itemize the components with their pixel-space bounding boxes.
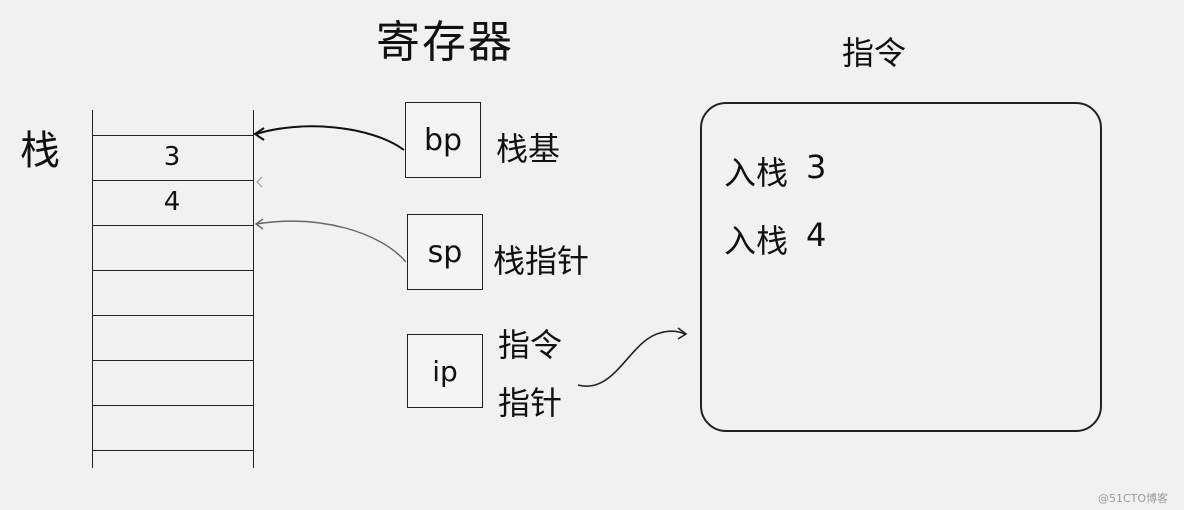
- bp-pointer-arrow: [255, 125, 405, 151]
- stack-label: 栈: [20, 128, 60, 174]
- instructions-title: 指令: [842, 34, 907, 72]
- register-ip-box: ip: [407, 334, 483, 408]
- stack-divider: [92, 405, 254, 406]
- bp-arrow-head: [253, 127, 265, 141]
- ip-pointer-arrow: [577, 330, 686, 388]
- register-bp-desc: 栈基: [496, 130, 561, 168]
- stack-cell-value: 4: [163, 187, 181, 217]
- stack-divider: [92, 270, 254, 271]
- stack-divider: [92, 315, 254, 316]
- instruction-line: 入栈 4: [724, 216, 826, 262]
- stack-divider: [92, 180, 254, 181]
- register-bp-box: bp: [405, 102, 481, 178]
- instruction-arg: 3: [806, 148, 827, 186]
- stack-left-rail: [92, 110, 93, 468]
- instruction-line: 入栈 3: [724, 148, 826, 194]
- register-ip-desc-line2: 指针: [498, 384, 563, 422]
- sp-arrow-head: [254, 218, 264, 230]
- stack-cell-value: 3: [163, 142, 181, 172]
- register-ip-desc-line1: 指令: [498, 326, 563, 364]
- register-sp-box: sp: [407, 214, 483, 290]
- watermark: @51CTO博客: [1098, 492, 1169, 505]
- stack-divider: [92, 450, 254, 451]
- stack-right-rail: [253, 110, 254, 468]
- registers-title: 寄存器: [376, 17, 514, 68]
- instruction-arg: 4: [806, 216, 827, 254]
- faint-arrow-mark: [256, 176, 263, 188]
- instruction-op: 入栈: [724, 154, 789, 192]
- stack-divider: [92, 225, 254, 226]
- stack-divider: [92, 360, 254, 361]
- sp-pointer-arrow: [255, 220, 407, 263]
- instruction-memory-box: 入栈 3 入栈 4: [700, 102, 1102, 432]
- instruction-op: 入栈: [724, 222, 789, 260]
- ip-arrow-head: [677, 327, 688, 340]
- register-sp-desc: 栈指针: [493, 242, 590, 280]
- stack-divider: [92, 135, 254, 136]
